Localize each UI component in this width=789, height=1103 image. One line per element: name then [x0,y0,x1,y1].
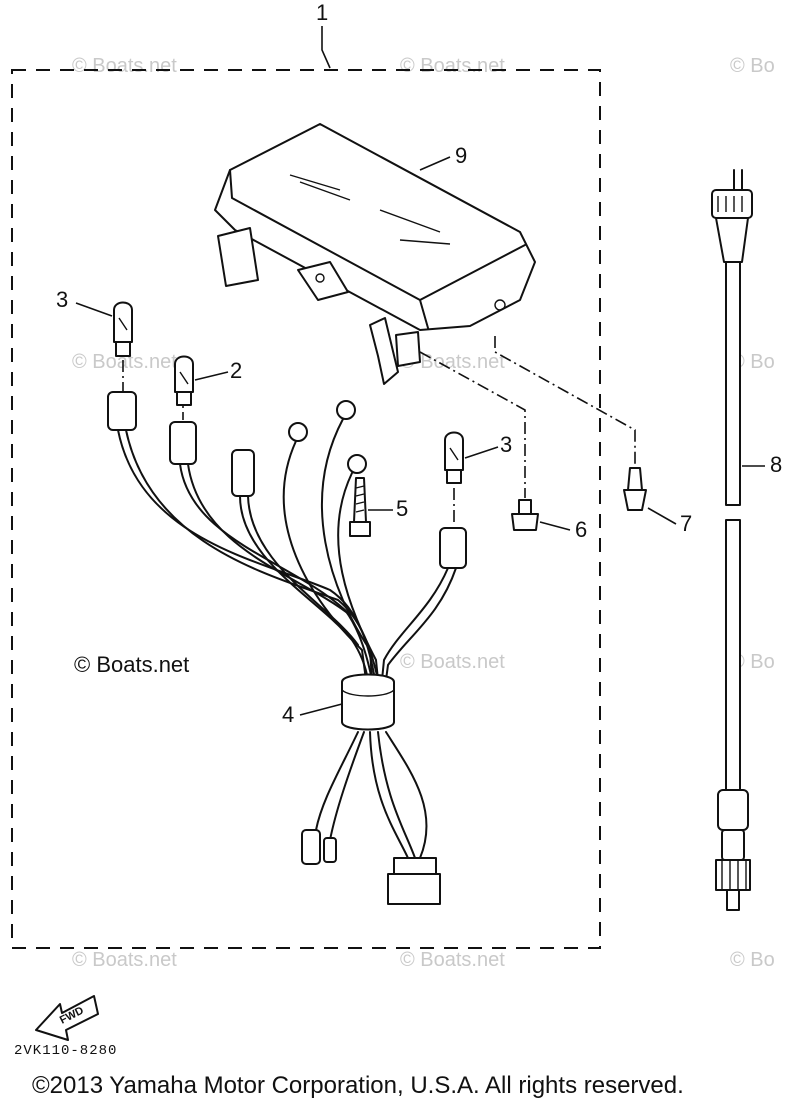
callout-6: 6 [575,517,587,542]
leader-4 [299,703,343,716]
screw-6 [511,499,539,531]
guide-grommet [494,336,636,468]
watermark: © Boats.net [72,949,177,971]
callout-5: 5 [396,496,408,521]
watermark: © Boats.net [400,55,505,77]
watermark: © Bo [730,651,775,673]
callout-8: 8 [770,452,782,477]
watermark: © Boats.net [72,351,177,373]
screw-5 [349,477,371,537]
leader-3-left [75,302,113,317]
speedometer-cable-8 [711,169,753,911]
callout-3-left: 3 [56,287,68,312]
watermark-main: © Boats.net [74,652,189,677]
leader-9 [419,156,451,171]
callout-4: 4 [282,702,294,727]
grommet-7 [623,467,647,511]
watermark: © Bo [730,949,775,971]
watermark: © Boats.net [400,949,505,971]
bulb-3-right [444,431,464,484]
callout-1: 1 [316,0,328,25]
fwd-arrow-icon: FWD [35,995,99,1041]
copyright-text: ©2013 Yamaha Motor Corporation, U.S.A. A… [32,1072,684,1099]
assembly-boundary [11,69,601,949]
meter-unit [214,123,536,385]
watermark: © Bo [730,55,775,77]
watermark: © Boats.net [400,351,505,373]
watermark: © Bo [730,351,775,373]
leader-1 [321,26,331,69]
bulb-3-left [113,301,133,357]
leader-6 [539,521,571,531]
leader-2 [194,371,229,381]
callout-3-right: 3 [500,432,512,457]
leader-7 [647,507,677,525]
bulb-2 [174,355,194,406]
guide-screw [419,351,526,498]
callout-7: 7 [680,511,692,536]
callout-2: 2 [230,358,242,383]
diagram-code: 2VK110-8280 [14,1043,118,1059]
watermark: © Boats.net [400,651,505,673]
callout-9: 9 [455,143,467,168]
leader-3-right [464,446,499,459]
wire-harness-4 [107,391,467,905]
watermark: © Boats.net [72,55,177,77]
